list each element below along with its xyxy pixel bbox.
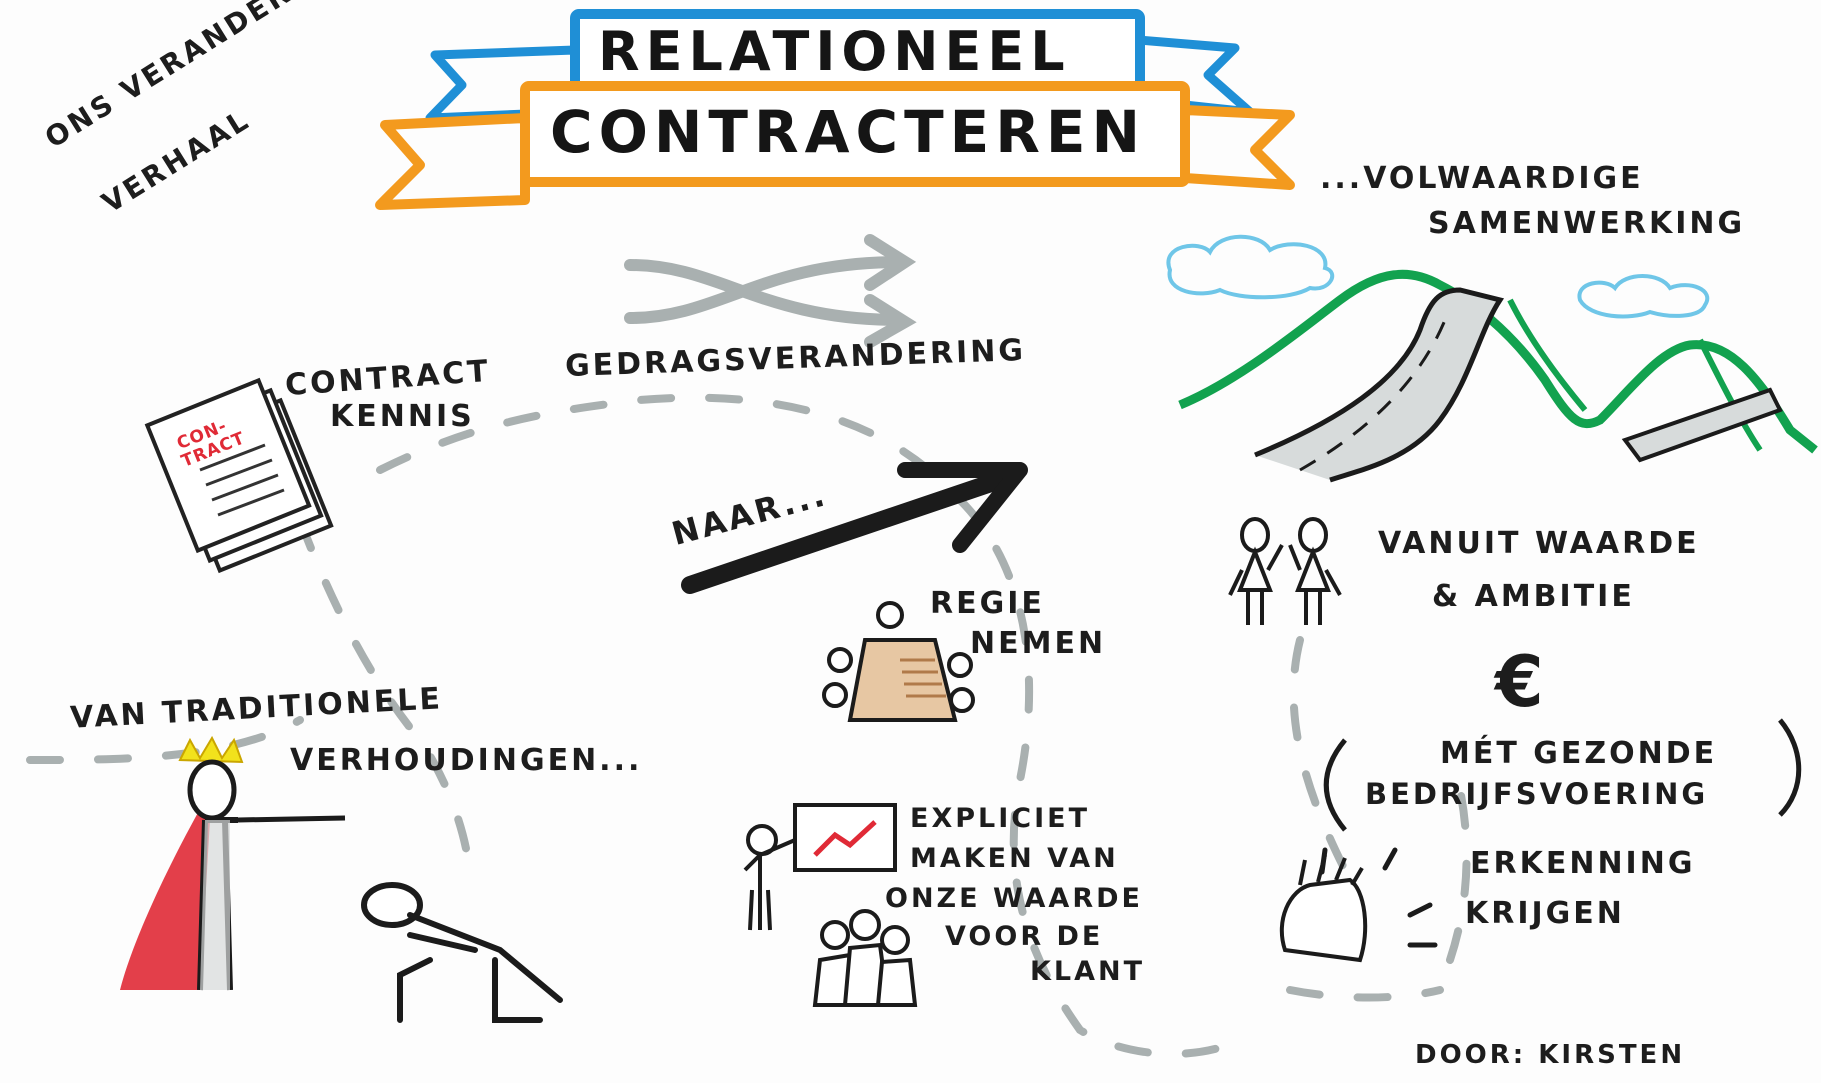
- naar-arrow-icon: [681, 462, 1028, 594]
- king-figure-icon: [120, 735, 346, 991]
- label-volwaardige-1: ...VOLWAARDIGE: [1320, 161, 1644, 196]
- cloud-icon: [1166, 234, 1710, 319]
- label-erkenning-1: ERKENNING: [1470, 846, 1696, 881]
- orange-ribbon: [520, 81, 1190, 187]
- label-expliciet-1: EXPLICIET: [910, 803, 1091, 834]
- label-regie-1: REGIE: [930, 586, 1045, 621]
- contract-document-icon: [144, 377, 334, 574]
- title-banner: [375, 9, 1295, 210]
- label-gezonde-1: MÉT GEZONDE: [1440, 736, 1718, 771]
- label-contract-kennis-2: KENNIS: [330, 399, 475, 434]
- label-verhoudingen: VERHOUDINGEN...: [290, 743, 643, 778]
- customer-group-icon: [812, 909, 918, 1007]
- sparkle-marks: [1319, 847, 1438, 948]
- label-vanuit-2: & AMBITIE: [1432, 579, 1635, 614]
- kneeling-figure-icon: [361, 882, 563, 1023]
- label-expliciet-2: MAKEN VAN: [910, 843, 1119, 874]
- title-line-2: CONTRACTEREN: [550, 98, 1147, 166]
- label-expliciet-3: ONZE WAARDE: [885, 883, 1143, 914]
- two-people-icon: [1228, 517, 1342, 625]
- hills-road-icon: [1178, 269, 1818, 483]
- clapping-hands-icon: [1279, 854, 1368, 963]
- journey-dashed-path: [26, 393, 1471, 1058]
- bracket-left: [1323, 738, 1347, 832]
- label-expliciet-4: VOOR DE: [945, 921, 1104, 952]
- label-erkenning-2: KRIJGEN: [1465, 896, 1625, 931]
- shuffle-arrows-icon: [624, 234, 917, 348]
- label-gezonde-2: BEDRIJFSVOERING: [1365, 777, 1709, 811]
- title-line-1: RELATIONEEL: [598, 20, 1071, 83]
- orange-ribbon-right-tail: [1180, 105, 1295, 190]
- meeting-table-icon: [822, 601, 975, 722]
- bracket-right: [1778, 718, 1802, 817]
- label-expliciet-5: KLANT: [1030, 956, 1146, 987]
- euro-icon: €: [1495, 641, 1544, 723]
- label-volwaardige-2: SAMENWERKING: [1428, 206, 1746, 241]
- label-vanuit-1: VANUIT WAARDE: [1378, 526, 1700, 561]
- orange-ribbon-left-tail: [375, 113, 530, 210]
- author-credit: DOOR: KIRSTEN: [1415, 1040, 1686, 1070]
- presentation-chart-icon: [743, 803, 897, 931]
- label-regie-2: NEMEN: [970, 626, 1107, 661]
